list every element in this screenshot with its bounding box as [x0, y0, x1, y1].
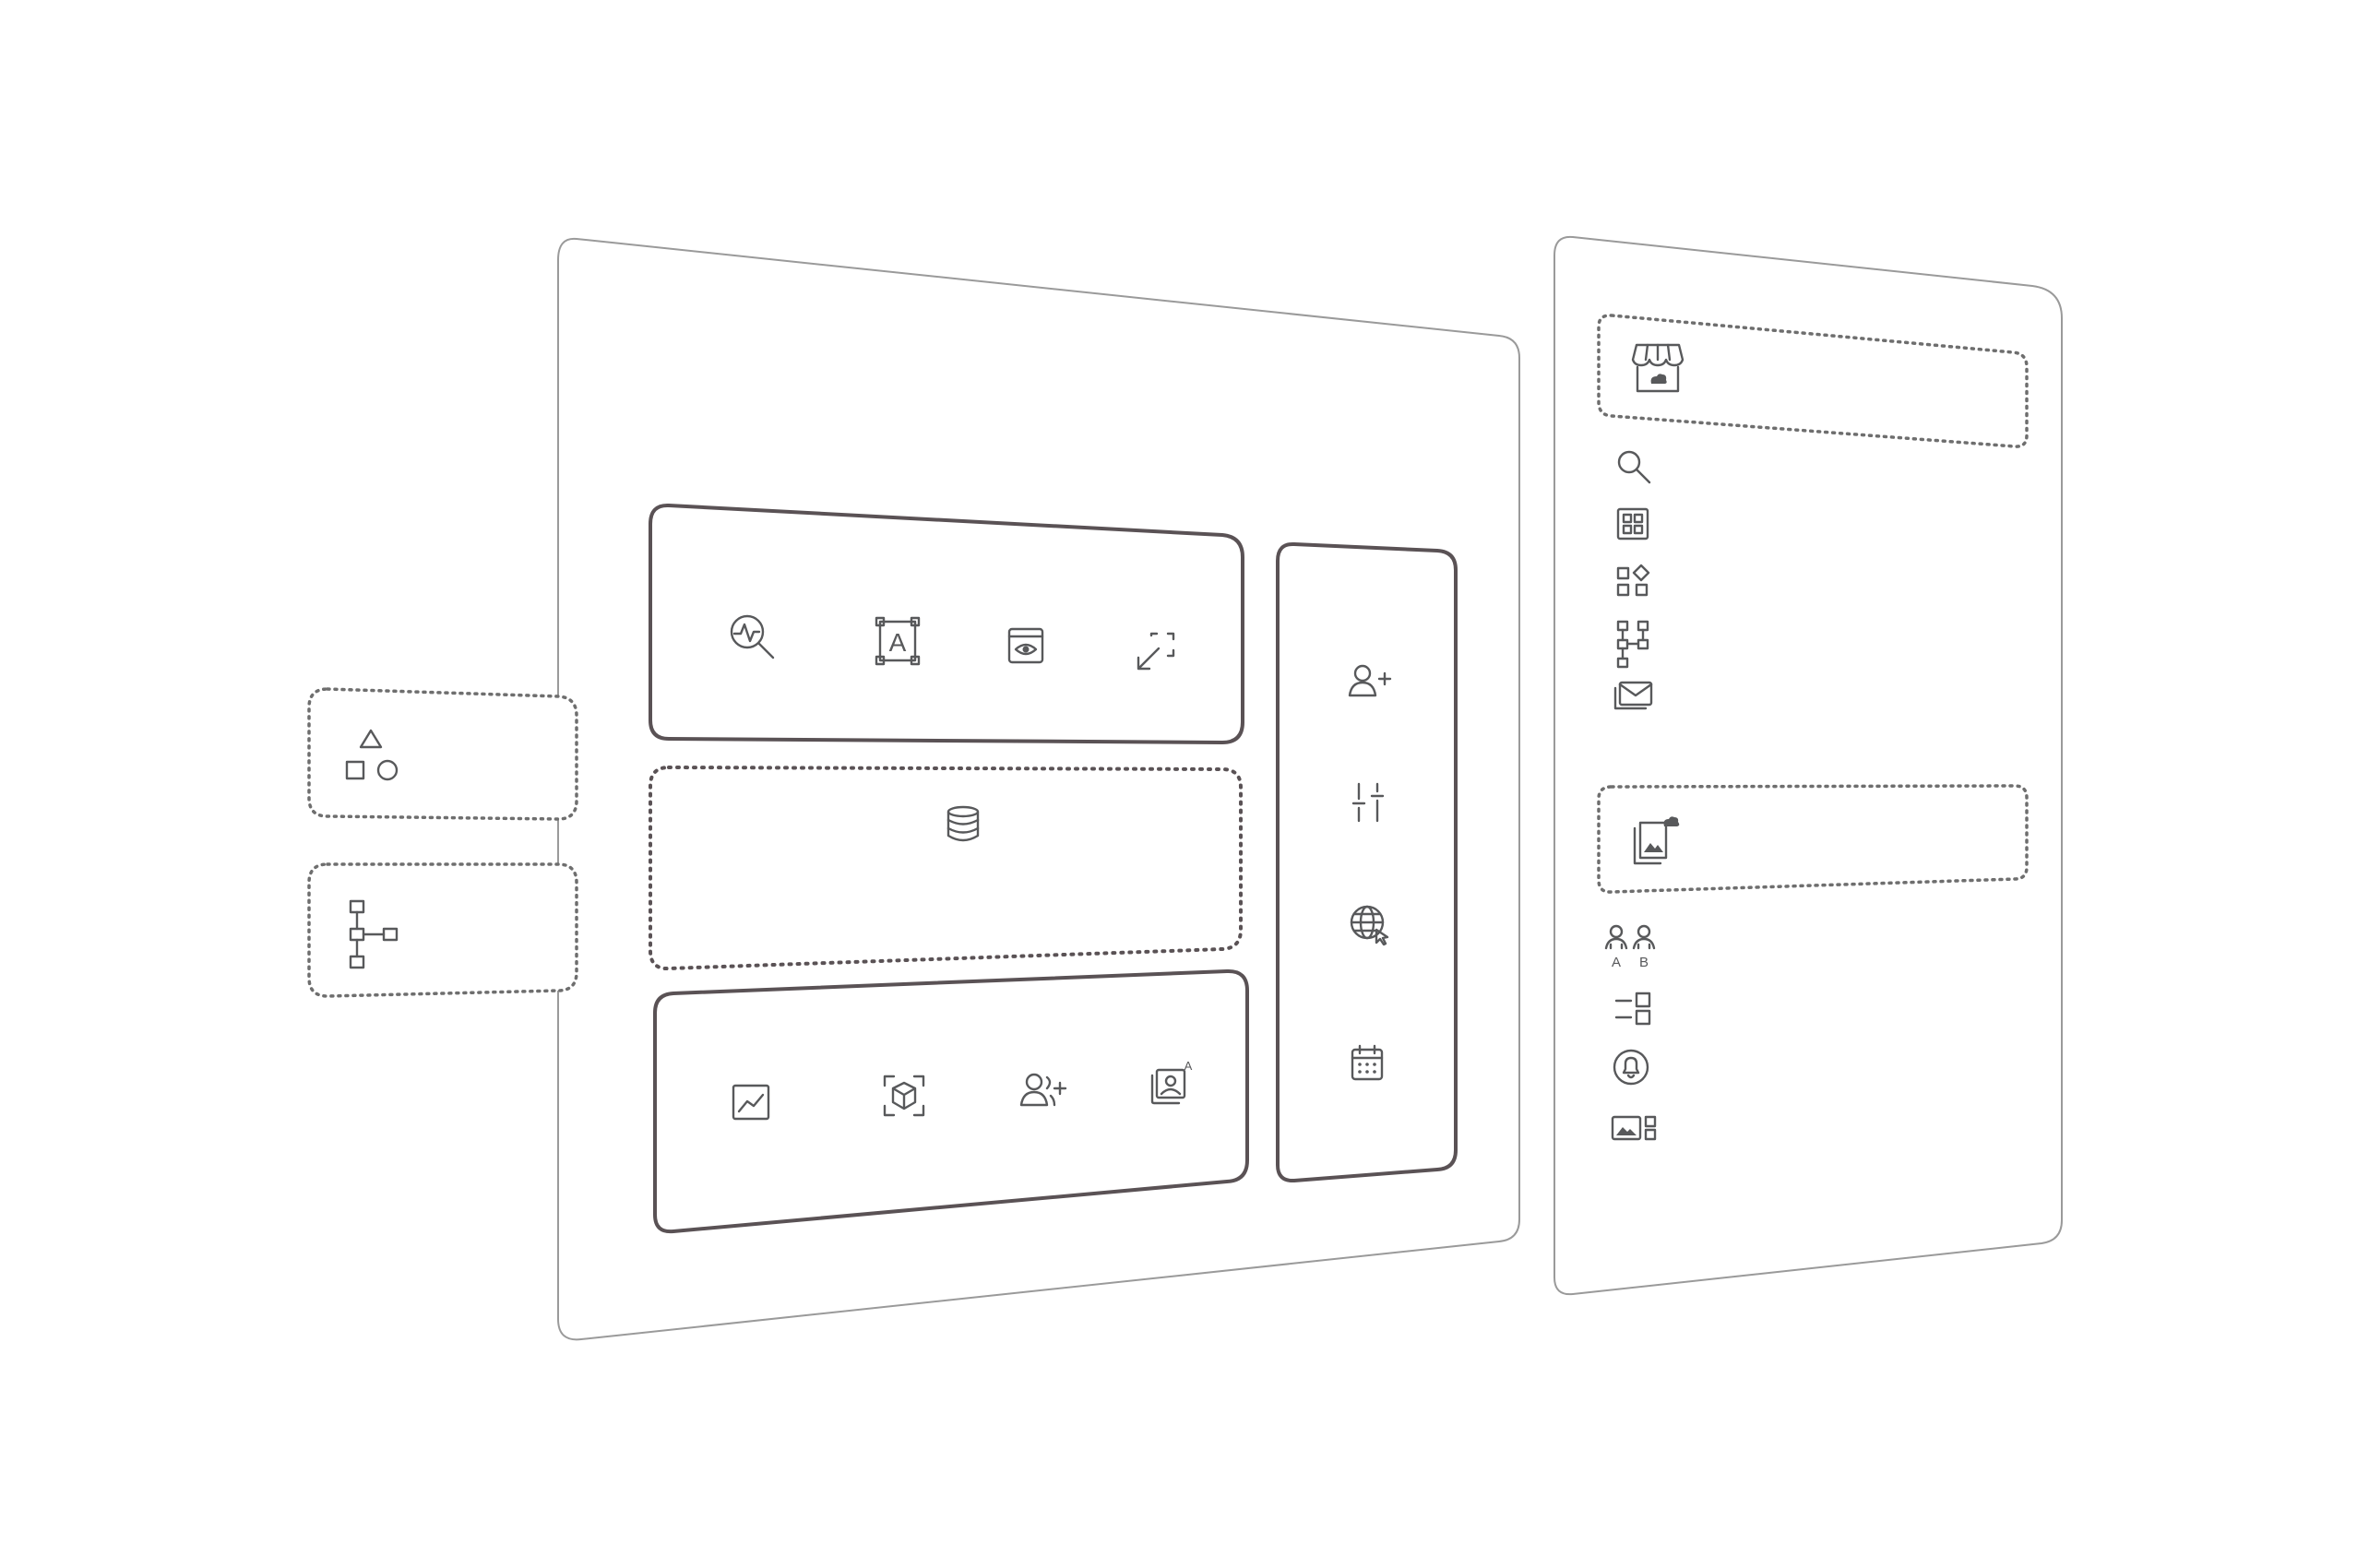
right-group-2-header[interactable]	[1597, 784, 2029, 894]
image-cloud-icon	[1633, 816, 1680, 865]
collapse-focus-icon[interactable]	[1137, 632, 1175, 671]
add-user-icon[interactable]	[1348, 664, 1392, 697]
shapes-icon	[345, 729, 399, 781]
text-frame-icon[interactable]: A	[875, 616, 921, 666]
mail-stack-icon[interactable]	[1613, 681, 1653, 710]
ab-users-icon[interactable]: A B	[1604, 924, 1656, 970]
image-grid-icon[interactable]	[1611, 1115, 1657, 1141]
right-panel-frame	[1553, 235, 2063, 1296]
ab-label-a: A	[1612, 955, 1621, 970]
main-top-section: A	[649, 503, 1244, 745]
right-group-1-items	[1613, 450, 1653, 710]
list-layout-icon[interactable]	[1614, 992, 1651, 1026]
image-label-letter: A	[1184, 1059, 1193, 1073]
main-side-column	[1276, 541, 1458, 1183]
ab-label-b: B	[1639, 955, 1649, 970]
right-panel: A B	[1553, 235, 2063, 1296]
left-card-hierarchy[interactable]	[307, 862, 578, 998]
flow-tree-icon[interactable]	[1616, 620, 1649, 669]
calendar-icon[interactable]	[1351, 1044, 1384, 1081]
right-group-1-header[interactable]	[1597, 314, 2029, 448]
preview-window-icon[interactable]	[1007, 627, 1044, 664]
main-middle-section	[649, 765, 1243, 971]
globe-pointer-icon[interactable]	[1350, 905, 1389, 946]
bell-circle-icon[interactable]	[1613, 1049, 1649, 1086]
text-frame-letter: A	[889, 628, 907, 657]
database-icon[interactable]	[946, 805, 980, 842]
storefront-cloud-icon	[1631, 343, 1684, 393]
add-group-icon[interactable]	[1019, 1073, 1067, 1107]
main-bottom-section: A	[653, 968, 1249, 1234]
right-group-2-items: A B	[1604, 924, 1657, 1141]
line-chart-icon[interactable]	[732, 1084, 770, 1121]
hierarchy-tree-icon	[349, 899, 399, 969]
grid-icon[interactable]	[1616, 507, 1649, 540]
search-icon[interactable]	[1617, 450, 1651, 484]
image-label-icon[interactable]: A	[1150, 1059, 1193, 1105]
analytics-search-icon[interactable]	[730, 614, 775, 659]
3d-box-scan-icon[interactable]	[883, 1075, 925, 1117]
sliders-icon[interactable]	[1351, 782, 1385, 823]
left-card-shapes[interactable]	[307, 687, 578, 821]
components-icon[interactable]	[1616, 564, 1650, 597]
